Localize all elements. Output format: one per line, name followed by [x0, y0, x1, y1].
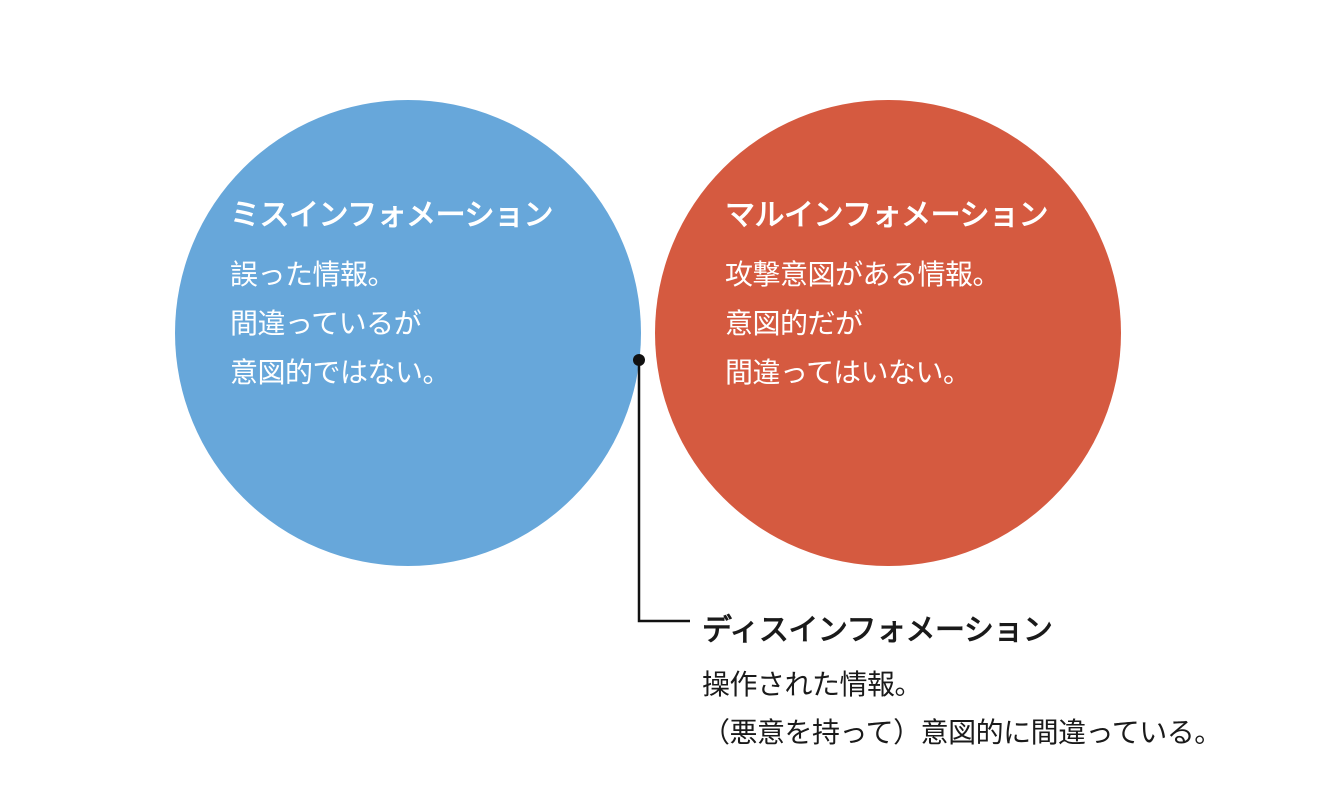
disinformation-description: 操作された情報。 （悪意を持って）意図的に間違っている。 [702, 661, 1222, 757]
malinformation-line: 意図的だが [725, 307, 863, 340]
misinformation-label: ミスインフォメーション 誤った情報。 間違っているが 意図的ではない。 [230, 198, 554, 397]
disinformation-leader-line [637, 360, 690, 623]
malinformation-line: 攻撃意図がある情報。 [725, 258, 1001, 291]
misinformation-circle [175, 100, 641, 566]
misinformation-title: ミスインフォメーション [230, 198, 554, 233]
malinformation-title: マルインフォメーション [725, 198, 1049, 233]
malinformation-line: 間違ってはいない。 [725, 356, 971, 389]
malinformation-description: 攻撃意図がある情報。 意図的だが 間違ってはいない。 [725, 250, 1048, 397]
misinformation-description: 誤った情報。 間違っているが 意図的ではない。 [230, 250, 553, 397]
disinformation-line: 操作された情報。 [702, 668, 923, 701]
misinformation-line: 間違っているが [230, 307, 422, 340]
misinformation-line: 誤った情報。 [230, 258, 396, 291]
malinformation-label: マルインフォメーション 攻撃意図がある情報。 意図的だが 間違ってはいない。 [725, 198, 1049, 397]
misinformation-line: 意図的ではない。 [230, 356, 451, 389]
disinformation-line: （悪意を持って）意図的に間違っている。 [702, 716, 1222, 749]
disinformation-label: ディスインフォメーション 操作された情報。 （悪意を持って）意図的に間違っている… [702, 613, 1222, 757]
malinformation-circle [655, 100, 1121, 566]
disinformation-title: ディスインフォメーション [702, 613, 1053, 648]
